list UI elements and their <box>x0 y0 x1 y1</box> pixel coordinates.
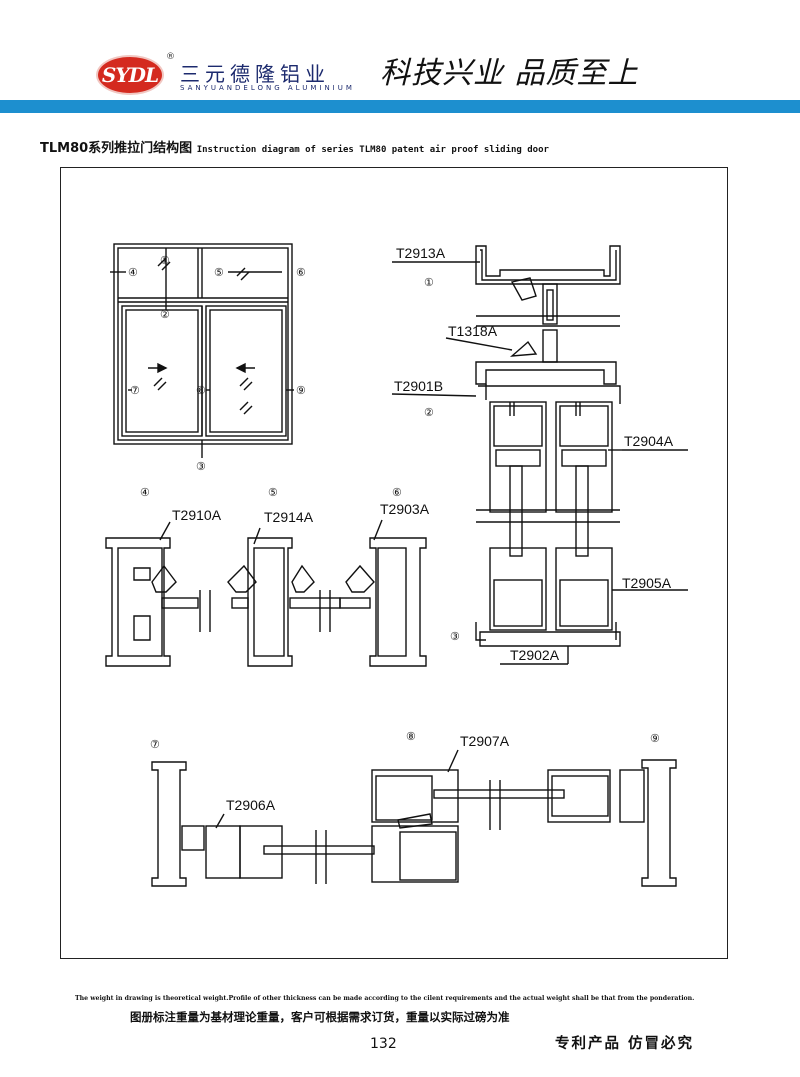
page-title-en: Instruction diagram of series TLM80 pate… <box>196 145 549 155</box>
marker-5-elevation: ⑤ <box>214 267 224 279</box>
part-label-t2913a: T2913A <box>396 245 446 261</box>
part-label-t1318a: T1318A <box>448 323 498 339</box>
part-label-t2907a: T2907A <box>460 733 510 749</box>
part-label-t2904a: T2904A <box>624 433 674 449</box>
company-logo: SYDL <box>96 55 164 95</box>
header-band <box>0 100 800 113</box>
marker-9-elevation: ⑨ <box>296 385 306 397</box>
part-label-t2905a: T2905A <box>622 575 672 591</box>
marker-4-section: ④ <box>140 487 150 499</box>
drawing-frame <box>60 167 728 959</box>
marker-9-section: ⑨ <box>650 733 660 745</box>
marker-1-section: ① <box>424 277 434 289</box>
part-label-t2906a: T2906A <box>226 797 276 813</box>
marker-7-elevation: ⑦ <box>130 385 140 397</box>
weight-note-en: The weight in drawing is theoretical wei… <box>75 995 695 1002</box>
weight-note-cn: 图册标注重量为基材理论重量，客户可根据需求订货，重量以实际过磅为准 <box>130 1010 510 1024</box>
part-label-t2903a: T2903A <box>380 501 430 517</box>
marker-8-section: ⑧ <box>406 731 416 743</box>
marker-7-section: ⑦ <box>150 739 160 751</box>
horizontal-section-789 <box>151 759 677 887</box>
marker-3-elevation: ③ <box>196 461 206 473</box>
page-title-cn: TLM80系列推拉门结构图 <box>40 141 193 156</box>
marker-8-elevation: ⑧ <box>196 385 206 397</box>
part-label-t2901b: T2901B <box>394 378 443 394</box>
door-elevation <box>110 243 294 458</box>
horizontal-section-456 <box>105 537 427 667</box>
part-label-t2910a: T2910A <box>172 507 222 523</box>
marker-2-section: ② <box>424 407 434 419</box>
marker-2-elevation: ② <box>160 309 170 321</box>
marker-5-section: ⑤ <box>268 487 278 499</box>
vertical-section <box>475 245 621 647</box>
company-name-cn: 三元德隆铝业 <box>180 62 330 86</box>
part-label-t2902a: T2902A <box>510 647 560 663</box>
marker-6-section: ⑥ <box>392 487 402 499</box>
marker-3-section: ③ <box>450 631 460 643</box>
part-label-t2914a: T2914A <box>264 509 314 525</box>
patent-notice: 专利产品 仿冒必究 <box>555 1036 695 1052</box>
company-name-en: SANYUANDELONG ALUMINIUM <box>180 84 355 92</box>
page-number: 132 <box>370 1036 397 1052</box>
marker-4-elevation: ④ <box>128 267 138 279</box>
registered-mark: ® <box>166 52 175 62</box>
slogan: 科技兴业 品质至上 <box>380 56 639 91</box>
page-title: TLM80系列推拉门结构图 Instruction diagram of ser… <box>40 137 549 156</box>
marker-6-elevation: ⑥ <box>296 267 306 279</box>
marker-1-elevation: ① <box>160 255 170 267</box>
